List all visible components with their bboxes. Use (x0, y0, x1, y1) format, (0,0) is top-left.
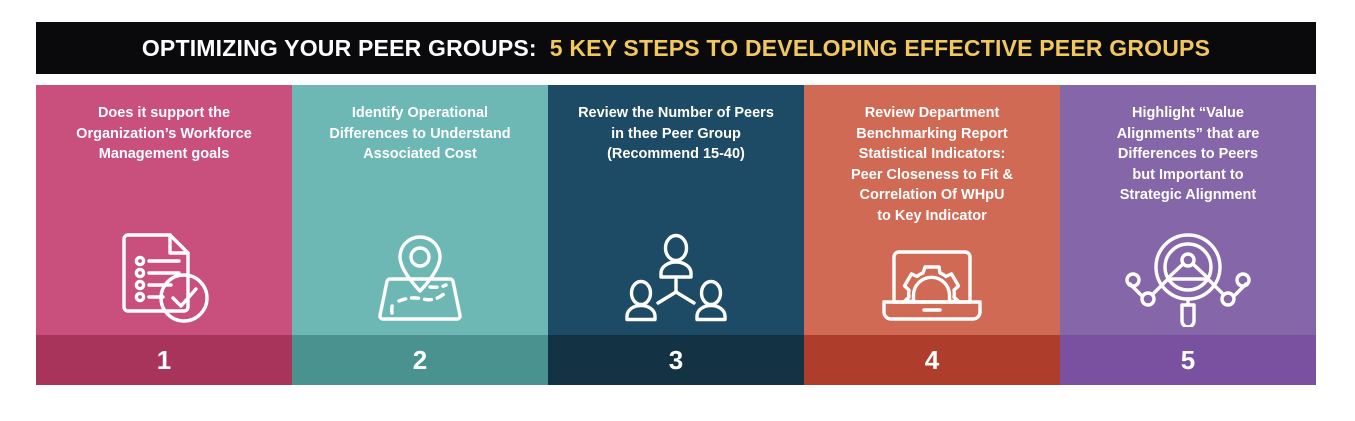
step-body-5: Highlight “Value Alignments” that are Di… (1060, 85, 1316, 335)
step-text-4: Review Department Benchmarking Report St… (851, 105, 1013, 224)
step-number-3: 3 (668, 345, 684, 375)
step-text-3: Review the Number of Peers in thee Peer … (578, 105, 774, 163)
title-main-text: OPTIMIZING YOUR PEER GROUPS: (141, 34, 537, 61)
step-footer-4: 4 (804, 335, 1060, 385)
step-text-2: Identify Operational Differences to Unde… (329, 105, 511, 163)
step-column-5[interactable]: Highlight “Value Alignments” that are Di… (1060, 85, 1316, 385)
map-location-pin-icon (378, 235, 462, 321)
step-body-2: Identify Operational Differences to Unde… (292, 85, 548, 335)
steps-row: Does it support the Organization’s Workf… (36, 85, 1316, 385)
header-bar: OPTIMIZING YOUR PEER GROUPS: 5 KEY STEPS … (36, 22, 1316, 74)
step-text-1: Does it support the Organization’s Workf… (76, 105, 252, 163)
step-column-2[interactable]: Identify Operational Differences to Unde… (292, 85, 548, 385)
step-icon-2 (292, 229, 548, 327)
step-column-1[interactable]: Does it support the Organization’s Workf… (36, 85, 292, 385)
step-text-5: Highlight “Value Alignments” that are Di… (1116, 105, 1260, 204)
infographic-container: OPTIMIZING YOUR PEER GROUPS: 5 KEY STEPS … (36, 22, 1316, 385)
step-icon-3 (548, 233, 804, 327)
document-checklist-check-icon (122, 233, 209, 323)
step-icon-5 (1060, 229, 1316, 327)
step-footer-5: 5 (1060, 335, 1316, 385)
step-body-4: Review Department Benchmarking Report St… (804, 85, 1060, 335)
step-footer-1: 1 (36, 335, 292, 385)
step-body-1: Does it support the Organization’s Workf… (36, 85, 292, 335)
step-icon-4 (804, 247, 1060, 327)
page-title: OPTIMIZING YOUR PEER GROUPS: 5 KEY STEPS … (141, 34, 1211, 61)
step-number-5: 5 (1180, 345, 1196, 375)
step-column-3[interactable]: Review the Number of Peers in thee Peer … (548, 85, 804, 385)
step-number-4: 4 (924, 345, 940, 375)
step-icon-1 (36, 229, 292, 327)
magnifier-network-icon (1125, 233, 1251, 327)
step-body-3: Review the Number of Peers in thee Peer … (548, 85, 804, 335)
step-number-1: 1 (156, 345, 172, 375)
step-column-4[interactable]: Review Department Benchmarking Report St… (804, 85, 1060, 385)
step-number-2: 2 (412, 345, 428, 375)
step-footer-2: 2 (292, 335, 548, 385)
laptop-gear-icon (882, 250, 982, 321)
org-chart-people-icon (625, 233, 727, 322)
title-accent-text: 5 KEY STEPS TO DEVELOPING EFFECTIVE PEER… (549, 34, 1211, 61)
step-footer-3: 3 (548, 335, 804, 385)
